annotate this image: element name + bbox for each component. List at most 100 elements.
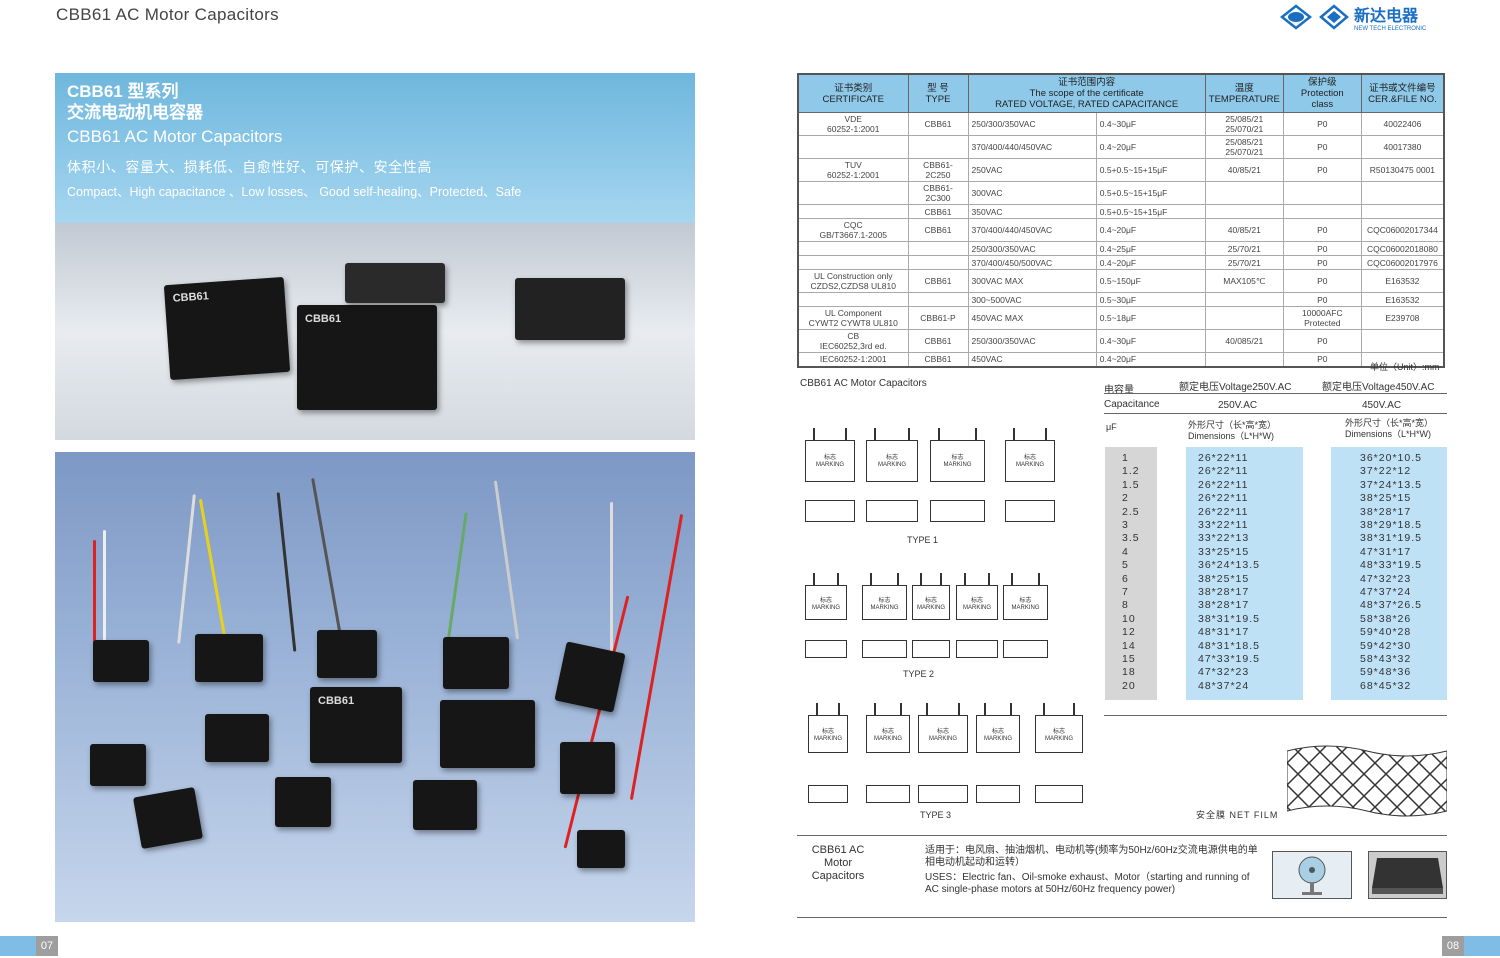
capacitance-value: 4 xyxy=(1122,545,1129,558)
capacitor-image xyxy=(93,640,149,682)
dimension-450-value: 47*37*24 xyxy=(1360,586,1412,598)
temperature-cell: 25/085/21 25/070/21 xyxy=(1204,112,1284,136)
v450-title: 额定电压Voltage450V.AC xyxy=(1322,382,1435,393)
application-cn: 适用于：电风扇、抽油烟机、电动机等(频率为50Hz/60Hz交流电源供电的单相电… xyxy=(925,845,1258,868)
v250-title: 额定电压Voltage250V.AC xyxy=(1179,382,1292,393)
cert-cell xyxy=(797,255,909,270)
dimension-450-value: 38*29*18.5 xyxy=(1360,519,1422,531)
temperature-cell: 40/85/21 xyxy=(1204,158,1284,182)
dimension-450-value: 47*32*23 xyxy=(1360,572,1412,585)
page-number-right: 08 xyxy=(1442,936,1464,956)
voltage-cell: 300VAC xyxy=(967,181,1097,205)
net-film-label: 安全膜 NET FILM xyxy=(1196,810,1279,820)
capacitance-cell: 0.5~18μF xyxy=(1095,306,1206,330)
capacitance-value: 15 xyxy=(1122,653,1136,665)
dimension-450-value: 38*31*19.5 xyxy=(1360,532,1422,545)
capacitance-value: 14 xyxy=(1122,639,1136,652)
temperature-cell xyxy=(1204,181,1284,205)
dim250-en: Dimensions（L*H*W) xyxy=(1188,431,1275,441)
net-film-pattern-icon xyxy=(1287,745,1447,817)
capacitor-image xyxy=(577,830,625,868)
file-number-cell: CQC06002017344 xyxy=(1360,218,1445,242)
capacitor-image xyxy=(317,630,377,678)
dimension-250-value: 48*31*17 xyxy=(1198,626,1250,639)
capacitor-image xyxy=(515,278,625,340)
type-cell: CBB61 xyxy=(907,218,969,242)
voltage-cell: 250VAC xyxy=(967,158,1097,182)
dimension-450-value: 58*43*32 xyxy=(1360,653,1412,665)
voltage-cell: 250/300/350VAC xyxy=(967,112,1097,136)
file-number-cell: 40017380 xyxy=(1360,135,1445,159)
dimension-450-value: 58*38*26 xyxy=(1360,612,1412,625)
type-cell xyxy=(907,241,969,256)
type-2-drawing-bottom-view xyxy=(912,640,950,658)
capacitance-value: 12 xyxy=(1122,626,1136,639)
dimension-450-value: 59*48*36 xyxy=(1360,666,1412,679)
type-2-drawing-bottom-view xyxy=(1003,640,1048,658)
file-number-cell: CQC06002017976 xyxy=(1360,255,1445,270)
capacitor-image xyxy=(90,744,146,786)
product-photo-bottom: CBB61 xyxy=(55,452,695,922)
application-description: 适用于：电风扇、抽油烟机、电动机等(频率为50Hz/60Hz交流电源供电的单相电… xyxy=(925,845,1265,896)
capacitance-cell: 0.4~20μF xyxy=(1095,135,1206,159)
type-3-label: TYPE 3 xyxy=(920,810,952,820)
file-number-cell xyxy=(1360,204,1445,219)
dim450-cn: 外形尺寸（长*高*宽） xyxy=(1345,418,1434,428)
capacitance-value: 1.5 xyxy=(1122,478,1140,491)
temperature-cell: 25/085/21 25/070/21 xyxy=(1204,135,1284,159)
capacitance-cell: 0.4~20μF xyxy=(1095,255,1206,270)
capacitor-image xyxy=(275,777,331,827)
product-photo-top: CBB61 CBB61 xyxy=(55,223,695,440)
file-number-cell: E239708 xyxy=(1360,306,1445,330)
protection-cell xyxy=(1282,204,1362,219)
application-product-name: CBB61 AC Motor Capacitors xyxy=(811,844,865,882)
type-1-drawing-bottom-view xyxy=(866,500,918,522)
capacitor-image xyxy=(554,641,626,713)
capacitor-image xyxy=(205,714,269,762)
product-banner: CBB61 型系列 交流电动机电容器 CBB61 AC Motor Capaci… xyxy=(55,73,695,223)
protection-cell: P0 xyxy=(1282,329,1362,353)
dimension-250-value: 26*22*11 xyxy=(1198,505,1249,518)
cert-cell xyxy=(797,241,909,256)
type-1-drawing-bottom-view xyxy=(930,500,985,522)
voltage-cell: 370/400/440/450VAC xyxy=(967,135,1097,159)
type-3-drawing-bottom-view xyxy=(976,785,1020,803)
capacitance-value: 2 xyxy=(1122,492,1129,505)
file-number-cell: E163532 xyxy=(1360,269,1445,293)
capacitance-value: 6 xyxy=(1122,572,1129,585)
dimension-250-value: 47*33*19.5 xyxy=(1198,653,1260,665)
type-1-label: TYPE 1 xyxy=(907,535,939,545)
file-number-cell xyxy=(1360,181,1445,205)
cap-header-en: Capacitance xyxy=(1104,399,1160,410)
dimension-250-value: 38*25*15 xyxy=(1198,572,1250,585)
dimension-450-value: 36*20*10.5 xyxy=(1360,452,1422,464)
cert-cell xyxy=(797,135,909,159)
capacitance-value: 20 xyxy=(1122,679,1136,692)
dimension-450-value: 48*33*19.5 xyxy=(1360,559,1422,572)
protection-cell: P0 xyxy=(1282,292,1362,307)
capacitor-image: CBB61 xyxy=(163,276,291,381)
protection-cell: P0 xyxy=(1282,269,1362,293)
type-cell: CBB61-P xyxy=(907,306,969,330)
capacitance-cell: 0.4~20μF xyxy=(1095,218,1206,242)
dimension-450-value: 68*45*32 xyxy=(1360,679,1412,692)
type-cell: CBB61-2C250 xyxy=(907,158,969,182)
temperature-cell: 25/70/21 xyxy=(1204,241,1284,256)
